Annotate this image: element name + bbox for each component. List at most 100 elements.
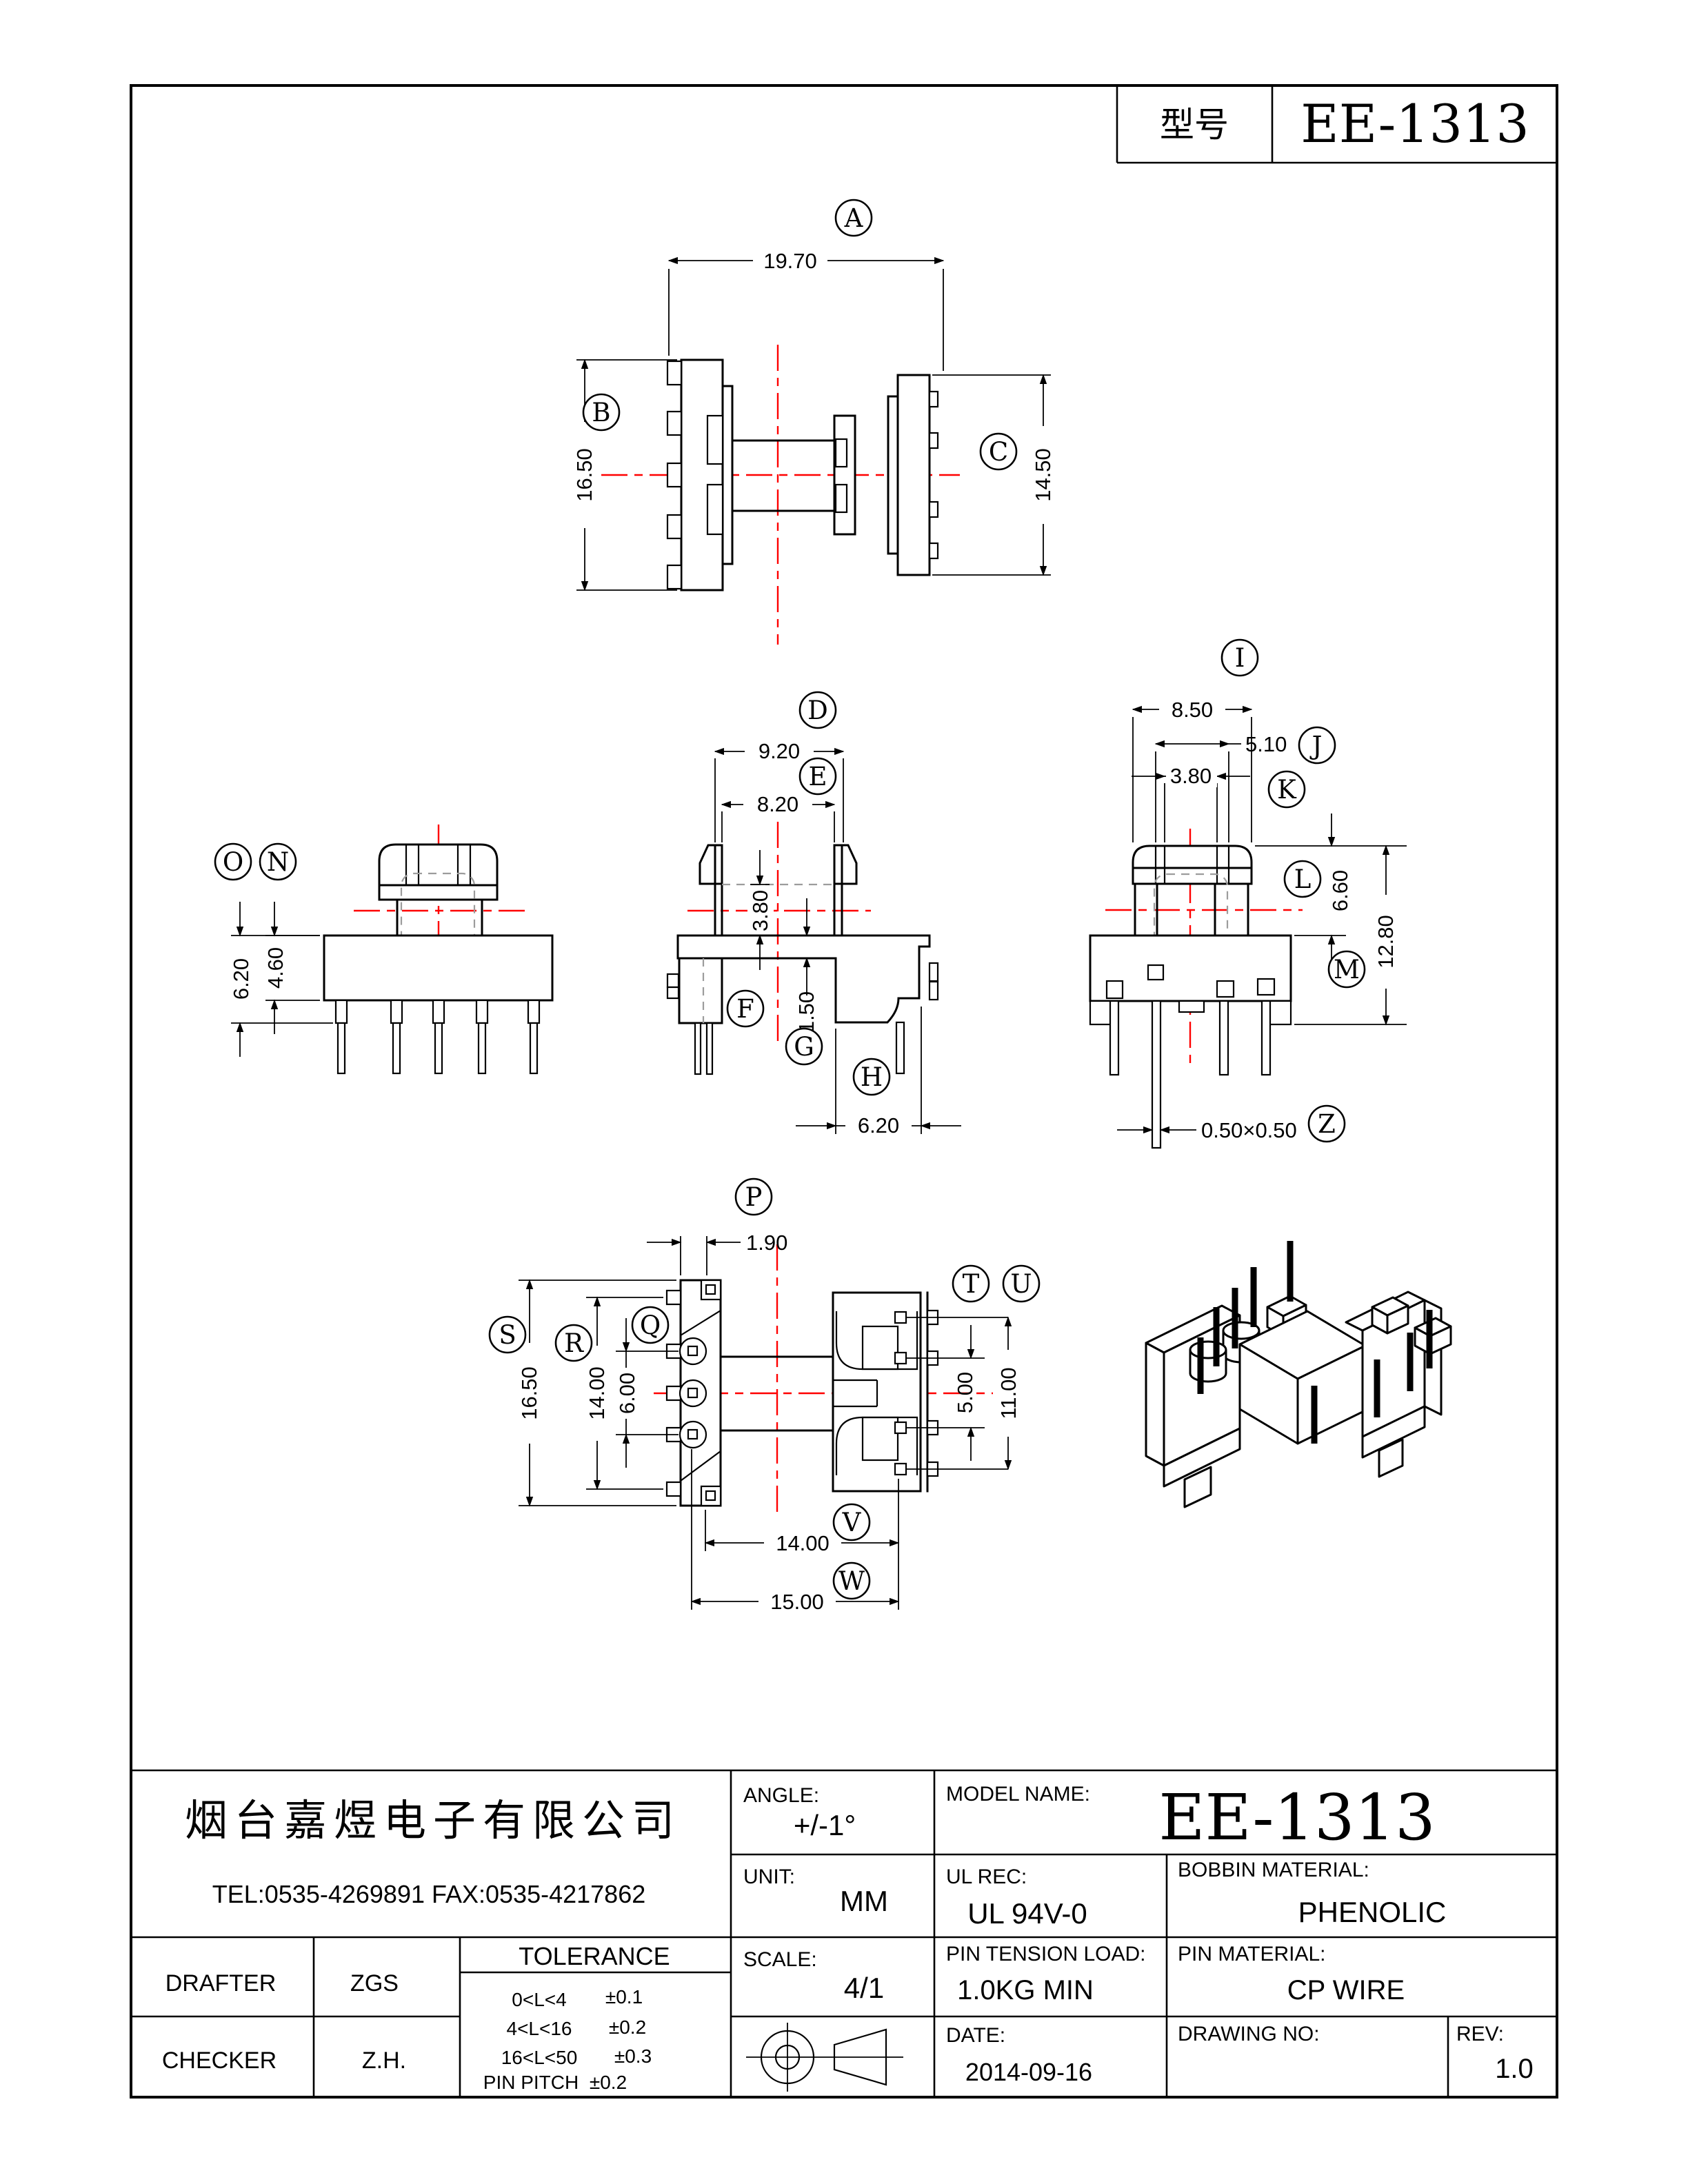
svg-text:UNIT:: UNIT: xyxy=(743,1866,795,1888)
svg-text:T: T xyxy=(963,1269,980,1299)
cell-tolerance: TOLERANCE 0<L<4 ±0.1 4<L<16 ±0.2 16<L<50… xyxy=(483,1942,670,2093)
svg-text:±0.3: ±0.3 xyxy=(614,2045,652,2067)
dim-front-flange-width: 9.20 xyxy=(714,736,845,842)
balloon-l: L xyxy=(1283,860,1322,898)
svg-text:11.00: 11.00 xyxy=(996,1367,1021,1419)
svg-text:1.90: 1.90 xyxy=(746,1231,787,1255)
svg-text:Z.H.: Z.H. xyxy=(362,2048,406,2074)
svg-text:1.0: 1.0 xyxy=(1495,2054,1534,2084)
svg-text:P: P xyxy=(745,1182,763,1212)
svg-text:CHECKER: CHECKER xyxy=(162,2048,277,2074)
svg-text:15.00: 15.00 xyxy=(770,1590,824,1614)
model-box-label: 型号 xyxy=(1160,105,1229,145)
balloon-j: J xyxy=(1298,726,1336,765)
left-side-view: 4.60 6.20 O N xyxy=(214,825,554,1075)
svg-text:C: C xyxy=(989,437,1008,467)
balloon-e: E xyxy=(798,757,837,796)
dim-left-pin-depth: 6.20 xyxy=(228,902,333,1057)
dim-bottom-tab-pitch: 5.00 xyxy=(953,1325,977,1461)
svg-text:O: O xyxy=(223,847,243,877)
svg-text:BOBBIN MATERIAL:: BOBBIN MATERIAL: xyxy=(1178,1859,1369,1881)
dim-bottom-pin-span: 14.00 xyxy=(704,1479,900,1557)
cell-checker: CHECKER Z.H. xyxy=(162,2048,406,2074)
svg-text:19.70: 19.70 xyxy=(763,249,817,273)
svg-text:U: U xyxy=(1010,1269,1032,1299)
svg-text:UL 94V-0: UL 94V-0 xyxy=(967,1897,1087,1930)
svg-text:16<L<50: 16<L<50 xyxy=(501,2047,578,2068)
cell-ul-rec: UL REC: UL 94V-0 xyxy=(946,1866,1087,1930)
company-contact: TEL:0535-4269891 FAX:0535-4217862 xyxy=(212,1880,646,1908)
dim-side-slot-width: 3.80 xyxy=(1132,761,1250,842)
company-name: 烟台嘉煜电子有限公司 xyxy=(185,1795,681,1846)
svg-text:DRAFTER: DRAFTER xyxy=(165,1970,277,1996)
model-box-value: EE-1313 xyxy=(1300,93,1529,154)
svg-text:ANGLE:: ANGLE: xyxy=(743,1784,819,1807)
dim-bottom-pad-width: 1.90 xyxy=(647,1231,787,1275)
cell-pin-tension: PIN TENSION LOAD: 1.0KG MIN xyxy=(946,1943,1146,2005)
svg-text:D: D xyxy=(807,696,828,725)
svg-text:PIN TENSION LOAD:: PIN TENSION LOAD: xyxy=(946,1943,1146,1965)
dim-top-overall-width: 19.70 xyxy=(667,245,945,371)
balloon-b: B xyxy=(582,393,621,432)
svg-text:2014-09-16: 2014-09-16 xyxy=(965,2058,1092,2086)
dim-side-flange-depth: 8.50 xyxy=(1132,694,1253,842)
svg-text:E: E xyxy=(808,762,827,791)
balloon-s: S xyxy=(488,1315,527,1354)
dim-side-upper-height: 6.60 xyxy=(1255,813,1407,968)
svg-text:MODEL NAME:: MODEL NAME: xyxy=(946,1783,1090,1806)
dim-top-right-height: 14.50 xyxy=(932,374,1057,576)
svg-text:MM: MM xyxy=(840,1885,888,1917)
svg-text:4<L<16: 4<L<16 xyxy=(507,2018,572,2039)
dim-side-total-height: 12.80 xyxy=(1294,845,1407,1026)
right-side-view: 8.50 5.10 3.80 6.60 12.80 0.50×0.50 xyxy=(1089,638,1407,1149)
dim-side-pin-size: 0.50×0.50 xyxy=(1117,1118,1297,1142)
svg-text:6.60: 6.60 xyxy=(1328,870,1352,911)
svg-text:I: I xyxy=(1235,643,1245,673)
title-block: 烟台嘉煜电子有限公司 TEL:0535-4269891 FAX:0535-421… xyxy=(131,1769,1557,2097)
svg-text:Z: Z xyxy=(1318,1109,1336,1139)
svg-text:±0.1: ±0.1 xyxy=(605,1986,643,2008)
svg-text:SCALE:: SCALE: xyxy=(743,1948,817,1971)
svg-text:+/-1°: +/-1° xyxy=(794,1809,856,1841)
svg-text:M: M xyxy=(1334,955,1360,984)
svg-text:DRAWING NO:: DRAWING NO: xyxy=(1178,2023,1320,2045)
balloon-f: F xyxy=(726,989,765,1028)
dim-bottom-tab-span: 11.00 xyxy=(996,1316,1022,1470)
svg-text:±0.2: ±0.2 xyxy=(609,2016,646,2038)
svg-text:1.50: 1.50 xyxy=(794,991,818,1033)
balloon-c: C xyxy=(979,432,1018,471)
svg-text:CP WIRE: CP WIRE xyxy=(1287,1975,1405,2005)
svg-text:PIN MATERIAL:: PIN MATERIAL: xyxy=(1178,1943,1325,1965)
balloon-g: G xyxy=(785,1027,823,1066)
svg-text:14.50: 14.50 xyxy=(1031,448,1055,502)
svg-text:6.00: 6.00 xyxy=(615,1373,639,1414)
dim-top-left-height: 16.50 xyxy=(571,358,677,592)
balloon-i: I xyxy=(1220,638,1259,677)
svg-text:G: G xyxy=(794,1032,814,1062)
cell-unit: UNIT: MM xyxy=(743,1866,888,1917)
cell-model-name: MODEL NAME: EE-1313 xyxy=(946,1781,1436,1854)
svg-text:4/1: 4/1 xyxy=(844,1972,884,2004)
svg-text:N: N xyxy=(267,847,289,877)
cell-bobbin-material: BOBBIN MATERIAL: PHENOLIC xyxy=(1178,1859,1446,1928)
balloon-v: V xyxy=(832,1503,871,1541)
dim-bottom-overall-span: 15.00 xyxy=(690,1449,900,1615)
svg-text:K: K xyxy=(1277,775,1297,805)
cell-date: DATE: 2014-09-16 xyxy=(946,2024,1092,2086)
cell-scale: SCALE: 4/1 xyxy=(743,1948,884,2004)
projection-symbol-icon xyxy=(746,2023,903,2092)
svg-text:14.00: 14.00 xyxy=(776,1531,830,1555)
svg-text:R: R xyxy=(564,1328,584,1358)
front-view: 9.20 8.20 3.80 1.50 6.20 D E F G H xyxy=(666,691,961,1138)
svg-text:J: J xyxy=(1309,731,1323,760)
svg-text:5.00: 5.00 xyxy=(953,1372,977,1413)
svg-text:DATE:: DATE: xyxy=(946,2024,1005,2047)
svg-text:1.0KG MIN: 1.0KG MIN xyxy=(957,1975,1094,2005)
dim-bottom-flange-height: 16.50 xyxy=(516,1279,676,1507)
bottom-view: 1.90 6.00 14.00 16.50 5.00 11.00 xyxy=(488,1177,1041,1615)
svg-text:3.80: 3.80 xyxy=(1170,764,1212,788)
dim-front-window-width: 8.20 xyxy=(721,789,836,842)
svg-text:L: L xyxy=(1294,865,1312,894)
balloon-k: K xyxy=(1267,770,1306,809)
